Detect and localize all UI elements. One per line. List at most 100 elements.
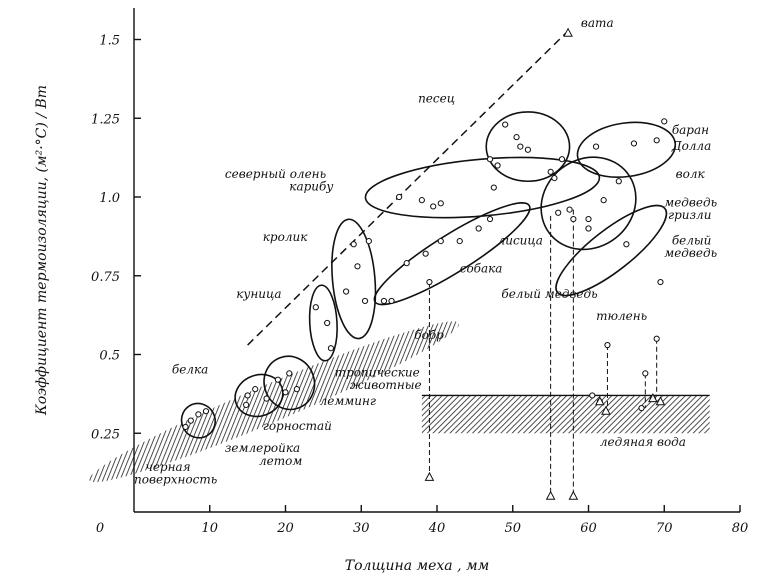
annotation-label: вата — [581, 16, 614, 30]
x-tick-label: 70 — [656, 521, 673, 536]
data-point — [623, 241, 630, 248]
triangle-marker — [655, 396, 666, 406]
data-point — [486, 215, 494, 223]
hatched-region-0 — [89, 321, 460, 483]
annotation-label: лемминг — [320, 394, 376, 408]
data-point — [286, 370, 293, 377]
annotation-label: белый медведь — [501, 287, 597, 301]
data-point — [592, 143, 600, 150]
group-outline-9 — [576, 121, 677, 178]
group-outline-10 — [555, 204, 668, 297]
annotation-label: северный олень — [225, 167, 326, 181]
x-tick-label: 50 — [504, 521, 521, 536]
data-point — [653, 137, 660, 144]
x-tick-label: 20 — [276, 521, 294, 536]
group-outline-7 — [373, 202, 531, 306]
group-outline-1 — [234, 373, 284, 418]
x-tick-label: 80 — [732, 521, 749, 536]
annotation-label: поверхность — [134, 473, 217, 487]
triangle-marker — [424, 471, 435, 481]
data-point — [361, 297, 369, 305]
annotation-label: белый — [672, 233, 712, 247]
data-point — [403, 260, 410, 267]
annotation-label: собака — [460, 262, 503, 276]
y-tick-label: 1.25 — [91, 112, 120, 127]
y-tick-label: 0.5 — [99, 349, 120, 364]
data-point — [422, 250, 429, 257]
group-outline-3 — [308, 284, 338, 362]
annotation-label: летом — [259, 454, 302, 468]
data-point — [547, 168, 554, 175]
data-point — [604, 341, 611, 349]
data-point — [195, 411, 202, 418]
annotation-label: медведь — [664, 195, 717, 209]
hatched-region-1 — [421, 395, 710, 434]
annotation-label: кролик — [263, 230, 308, 244]
triangle-marker — [595, 396, 605, 406]
data-point — [555, 209, 562, 216]
data-point — [350, 241, 357, 248]
group-outline-6 — [485, 111, 571, 183]
annotation-label: баран — [672, 123, 709, 137]
data-point — [585, 225, 592, 232]
data-point — [380, 297, 388, 305]
data-point — [354, 263, 361, 270]
annotation-label: волк — [676, 167, 706, 181]
data-point — [661, 118, 668, 125]
group-outline-8 — [540, 156, 637, 251]
data-point — [437, 200, 444, 207]
y-tick-label: 1.0 — [99, 191, 120, 206]
data-point — [426, 278, 433, 286]
annotation-label: черная — [145, 460, 190, 474]
triangle-marker — [601, 405, 611, 415]
data-point — [327, 345, 335, 352]
annotation-label: тюлень — [596, 309, 647, 323]
data-point — [312, 304, 319, 311]
annotation-label: песец — [418, 92, 455, 106]
data-point — [642, 370, 649, 377]
data-point — [630, 140, 638, 147]
data-point — [396, 193, 403, 201]
data-point — [502, 121, 509, 128]
data-point — [365, 238, 372, 245]
data-point — [187, 417, 194, 424]
data-point — [202, 408, 210, 415]
data-point — [293, 386, 300, 393]
data-point — [324, 319, 331, 327]
annotation-label: землеройка — [225, 441, 300, 455]
annotation-label: горностай — [263, 419, 332, 433]
annotation-label: куница — [236, 287, 281, 301]
annotation-label: медведь — [664, 246, 717, 260]
data-point — [282, 389, 289, 396]
y-tick-label: 0.75 — [91, 270, 120, 285]
data-point — [558, 156, 566, 163]
data-point — [638, 404, 645, 412]
data-point — [243, 401, 250, 408]
data-point — [566, 206, 573, 213]
y-tick-label: 0.25 — [91, 427, 120, 442]
data-point — [551, 175, 558, 182]
annotation-label: ледяная вода — [600, 435, 686, 449]
data-point — [600, 197, 607, 204]
x-tick-label: 40 — [428, 521, 446, 536]
data-point — [343, 288, 350, 295]
data-point — [657, 278, 664, 286]
annotation-label: лисица — [498, 233, 543, 247]
annotation-label: Долла — [671, 139, 711, 153]
data-point — [456, 238, 463, 245]
data-point — [244, 392, 251, 399]
annotation-label: белка — [172, 362, 208, 376]
data-point — [263, 395, 270, 402]
x-tick-label: 30 — [353, 521, 370, 536]
data-point — [252, 386, 259, 393]
data-point — [513, 134, 520, 141]
triangle-marker — [648, 393, 658, 403]
data-point — [653, 335, 660, 342]
annotation-label: карибу — [289, 180, 333, 194]
data-point — [388, 297, 395, 305]
data-point — [437, 238, 444, 245]
group-outline-4 — [331, 218, 377, 340]
x-tick-label: 0 — [96, 521, 104, 536]
